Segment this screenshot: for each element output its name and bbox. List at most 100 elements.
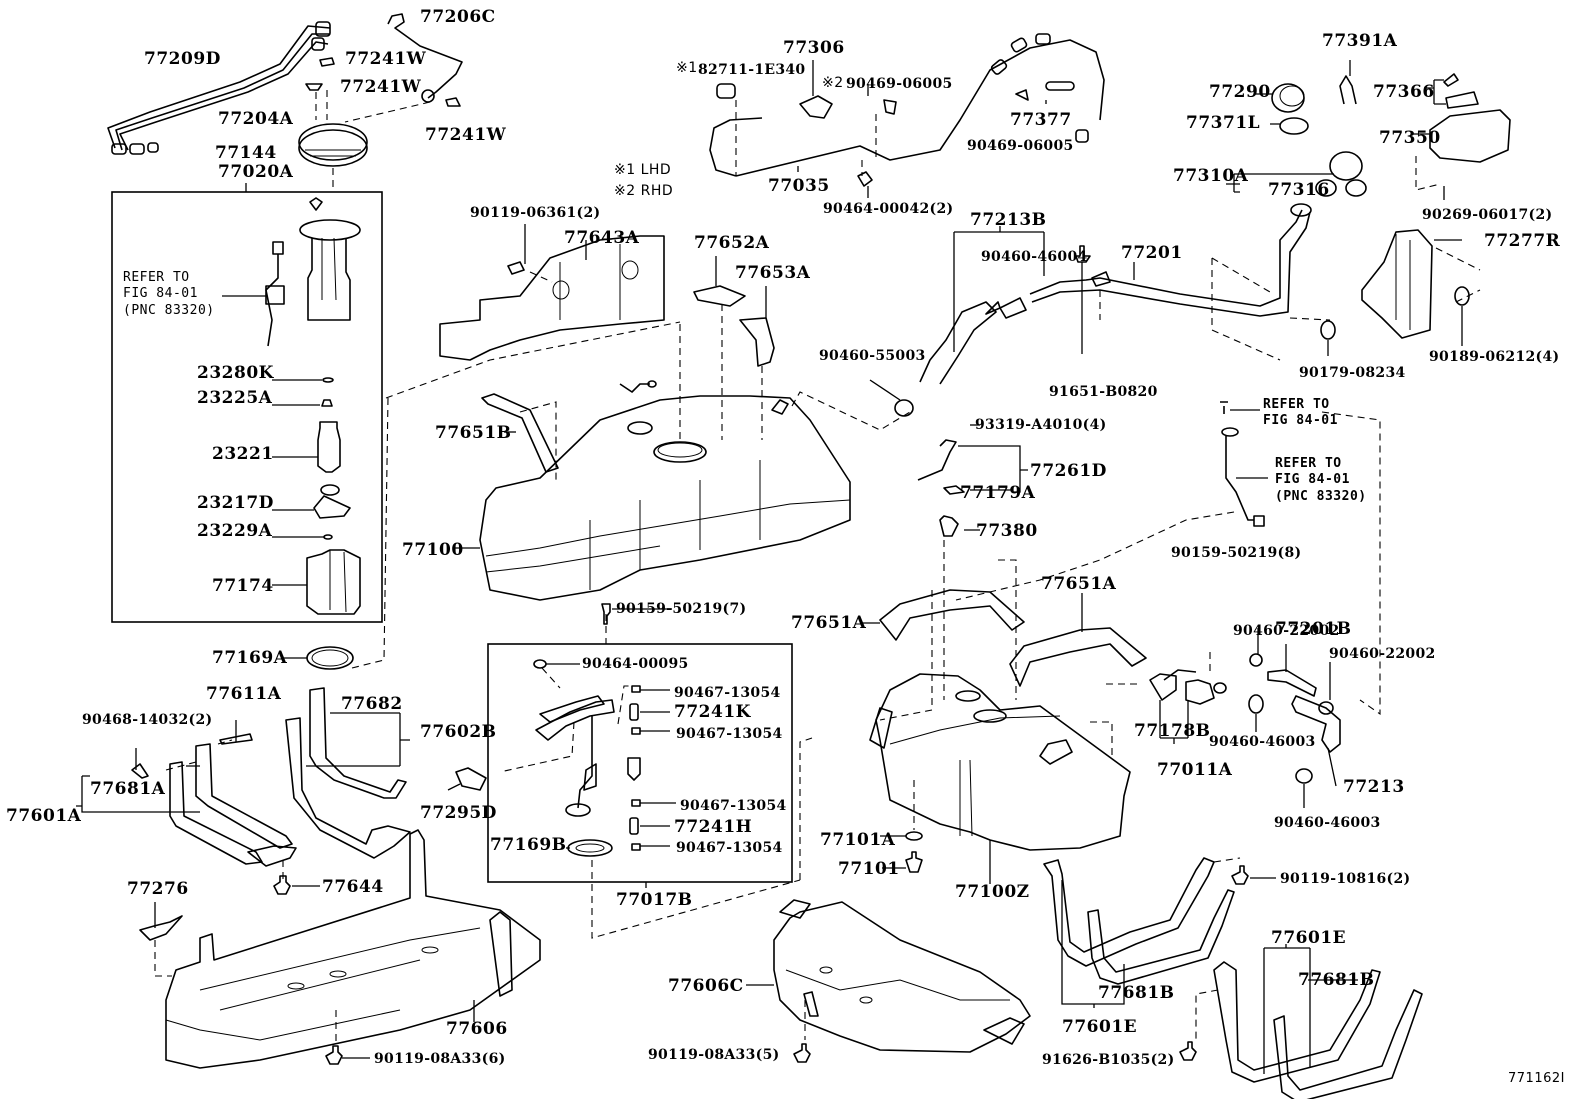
part-label-77241H[interactable]: 77241H — [674, 817, 753, 837]
part-label-90119-08A33-6[interactable]: 90119-08A33(6) — [374, 1051, 506, 1067]
part-label-77681B[interactable]: 77681B — [1298, 970, 1375, 990]
part-label-77241K[interactable]: 77241K — [674, 702, 751, 722]
part-label-77306[interactable]: 77306 — [783, 38, 845, 58]
part-label-77204A[interactable]: 77204A — [218, 109, 294, 129]
lhd-marker: ※1 — [676, 60, 698, 76]
filler-parts-icon — [1271, 73, 1511, 197]
fuel-line-77209D-icon — [107, 21, 331, 155]
part-label-77100[interactable]: 77100 — [402, 540, 464, 560]
part-label-77295D[interactable]: 77295D — [420, 803, 497, 823]
part-label-77241W[interactable]: 77241W — [425, 125, 507, 145]
part-label-77261D[interactable]: 77261D — [1030, 461, 1107, 481]
part-label-90179-08234[interactable]: 90179-08234 — [1299, 365, 1406, 381]
part-label-77310A[interactable]: 77310A — [1173, 166, 1249, 186]
part-label-77601A[interactable]: 77601A — [6, 806, 82, 826]
part-label-93319-A4010[interactable]: 93319-A4010(4) — [975, 417, 1107, 433]
part-label-77611A[interactable]: 77611A — [206, 684, 282, 704]
part-label-77601E[interactable]: 77601E — [1062, 1017, 1138, 1037]
bolt-91626-B1035-icon — [1179, 1041, 1197, 1061]
part-label-77651B[interactable]: 77651B — [435, 423, 512, 443]
part-label-77682[interactable]: 77682 — [341, 694, 403, 714]
part-label-77290[interactable]: 77290 — [1209, 82, 1271, 102]
part-label-77169B[interactable]: 77169B — [490, 835, 567, 855]
part-label-77169A[interactable]: 77169A — [212, 648, 288, 668]
part-label-90467-13054[interactable]: 90467-13054 — [680, 798, 787, 814]
part-label-77174[interactable]: 77174 — [212, 576, 274, 596]
part-label-23217D[interactable]: 23217D — [197, 493, 274, 513]
part-label-77366[interactable]: 77366 — [1373, 82, 1435, 102]
fuel-tank-77100Z-icon — [869, 673, 1131, 851]
part-label-77213[interactable]: 77213 — [1343, 777, 1405, 797]
part-label-77350[interactable]: 77350 — [1379, 128, 1441, 148]
part-label-77606[interactable]: 77606 — [446, 1019, 508, 1039]
part-label-77681A[interactable]: 77681A — [90, 779, 166, 799]
part-label-23280K[interactable]: 23280K — [197, 363, 274, 383]
part-label-77144[interactable]: 77144 — [215, 143, 277, 163]
part-label-77277R[interactable]: 77277R — [1484, 231, 1561, 251]
part-label-77206C[interactable]: 77206C — [420, 7, 496, 27]
part-label-90119-10816[interactable]: 90119-10816(2) — [1280, 871, 1411, 887]
clamp-90460-55003-icon — [894, 399, 914, 417]
part-label-90467-13054[interactable]: 90467-13054 — [676, 726, 783, 742]
part-label-77377[interactable]: 77377 — [1010, 110, 1072, 130]
part-label-77035[interactable]: 77035 — [768, 176, 830, 196]
part-label-90189-06212[interactable]: 90189-06212(4) — [1429, 349, 1560, 365]
part-label-77602B[interactable]: 77602B — [420, 722, 497, 742]
part-label-90460-46003[interactable]: 90460-46003 — [1209, 734, 1316, 750]
part-label-77601E[interactable]: 77601E — [1271, 928, 1347, 948]
part-label-77241W[interactable]: 77241W — [345, 49, 427, 69]
bolt-90119-08A33-6-icon — [325, 1045, 343, 1065]
part-label-77017B[interactable]: 77017B — [616, 890, 693, 910]
part-label-77316[interactable]: 77316 — [1268, 180, 1330, 200]
part-label-77380[interactable]: 77380 — [976, 521, 1038, 541]
part-label-77651A[interactable]: 77651A — [1041, 574, 1117, 594]
part-label-90119-08A33-5[interactable]: 90119-08A33(5) — [648, 1047, 780, 1063]
part-label-77201[interactable]: 77201 — [1121, 243, 1183, 263]
part-label-23225A[interactable]: 23225A — [197, 388, 273, 408]
part-label-77276[interactable]: 77276 — [127, 879, 189, 899]
part-label-77201B[interactable]: 77201B — [1275, 619, 1352, 639]
part-label-77178B[interactable]: 77178B — [1134, 721, 1211, 741]
part-label-77371L[interactable]: 77371L — [1186, 113, 1261, 133]
part-label-82711-1E340[interactable]: 82711-1E340 — [698, 62, 806, 78]
part-label-90460-55003[interactable]: 90460-55003 — [819, 348, 926, 364]
part-label-77681B[interactable]: 77681B — [1098, 983, 1175, 1003]
part-label-90467-13054[interactable]: 90467-13054 — [676, 840, 783, 856]
part-label-77020A[interactable]: 77020A — [218, 162, 294, 182]
part-label-77100Z[interactable]: 77100Z — [955, 882, 1030, 902]
part-label-77606C[interactable]: 77606C — [668, 976, 744, 996]
part-label-77011A[interactable]: 77011A — [1157, 760, 1233, 780]
part-label-90464-00095[interactable]: 90464-00095 — [582, 656, 689, 672]
part-label-77391A[interactable]: 77391A — [1322, 31, 1398, 51]
part-label-90159-50219-7[interactable]: 90159-50219(7) — [616, 601, 747, 617]
part-label-90464-00042[interactable]: 90464-00042(2) — [823, 201, 954, 217]
part-label-90467-13054[interactable]: 90467-13054 — [674, 685, 781, 701]
part-label-90468-14032[interactable]: 90468-14032(2) — [82, 712, 213, 728]
part-label-77652A[interactable]: 77652A — [694, 233, 770, 253]
part-label-77241W[interactable]: 77241W — [340, 77, 422, 97]
part-label-90159-50219-8[interactable]: 90159-50219(8) — [1171, 545, 1302, 561]
part-label-77213B[interactable]: 77213B — [970, 210, 1047, 230]
part-label-90460-46004[interactable]: 90460-46004 — [981, 249, 1088, 265]
part-label-77101[interactable]: 77101 — [838, 859, 900, 879]
part-label-90269-06017[interactable]: 90269-06017(2) — [1422, 207, 1553, 223]
part-label-90119-06361[interactable]: 90119-06361(2) — [470, 205, 601, 221]
part-label-77644[interactable]: 77644 — [322, 877, 384, 897]
part-label-77651A[interactable]: 77651A — [791, 613, 867, 633]
part-label-90469-06005[interactable]: 90469-06005 — [967, 138, 1074, 154]
part-label-90460-22002[interactable]: 90460-22002 — [1233, 623, 1340, 639]
part-label-77209D[interactable]: 77209D — [144, 49, 221, 69]
part-label-77101A[interactable]: 77101A — [820, 830, 896, 850]
rhd-marker: ※2 — [822, 75, 844, 91]
part-label-23229A[interactable]: 23229A — [197, 521, 273, 541]
part-label-91651-B0820[interactable]: 91651-B0820 — [1049, 384, 1158, 400]
part-label-77643A[interactable]: 77643A — [564, 228, 640, 248]
part-label-90460-22002[interactable]: 90460-22002 — [1329, 646, 1436, 662]
part-label-77179A[interactable]: 77179A — [960, 483, 1036, 503]
part-label-90469-06005[interactable]: 90469-06005 — [846, 76, 953, 92]
part-label-91626-B1035[interactable]: 91626-B1035(2) — [1042, 1052, 1175, 1068]
part-label-23221[interactable]: 23221 — [212, 444, 274, 464]
part-label-90460-46003[interactable]: 90460-46003 — [1274, 815, 1381, 831]
part-label-77653A[interactable]: 77653A — [735, 263, 811, 283]
